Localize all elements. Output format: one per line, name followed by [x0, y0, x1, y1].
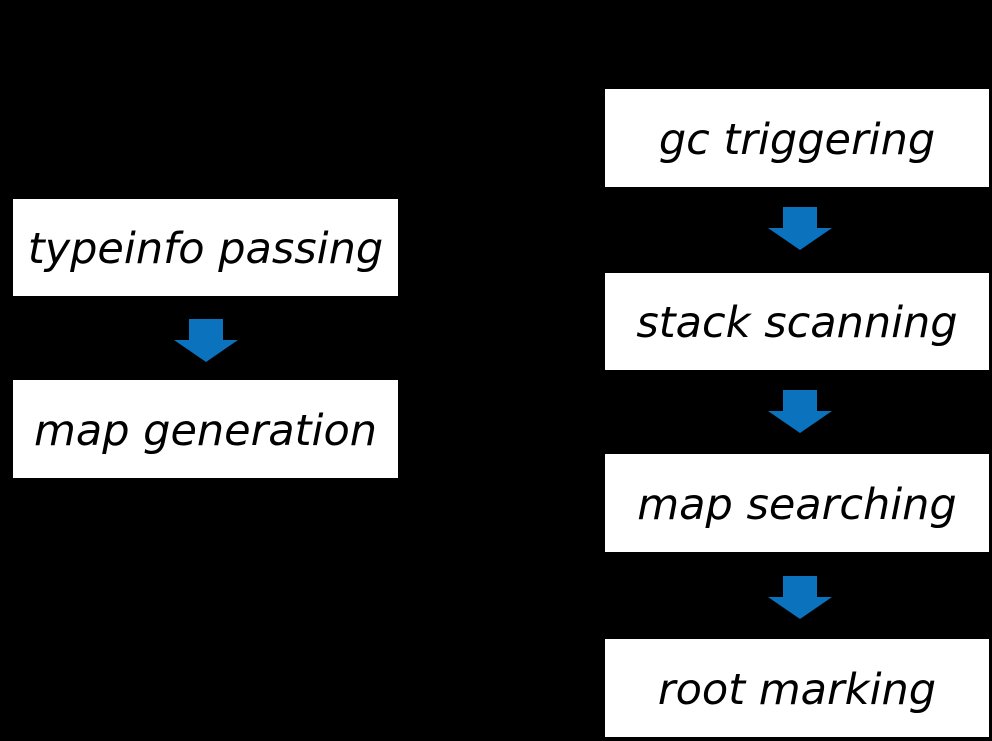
- down-arrow-icon: [174, 319, 238, 362]
- flow-box-stack-scanning: stack scanning: [605, 273, 989, 370]
- down-arrow-icon: [768, 207, 832, 250]
- flow-box-gc-triggering: gc triggering: [605, 89, 989, 187]
- down-arrow-shape: [768, 207, 832, 250]
- flow-box-typeinfo-passing: typeinfo passing: [13, 199, 398, 296]
- flow-box-label: stack scanning: [636, 298, 958, 348]
- flow-box-label: root marking: [657, 664, 937, 715]
- flow-box-label: map searching: [637, 479, 957, 530]
- down-arrow-shape: [768, 576, 832, 619]
- down-arrow-shape: [768, 390, 832, 433]
- down-arrow-shape: [174, 319, 238, 362]
- flow-box-label: gc triggering: [658, 114, 936, 165]
- flow-box-map-searching: map searching: [605, 454, 989, 552]
- down-arrow-icon: [768, 390, 832, 433]
- flow-box-map-generation: map generation: [13, 380, 398, 478]
- flow-box-root-marking: root marking: [605, 639, 989, 737]
- flow-box-label: typeinfo passing: [27, 224, 384, 274]
- down-arrow-icon: [768, 576, 832, 619]
- flow-box-label: map generation: [33, 405, 378, 456]
